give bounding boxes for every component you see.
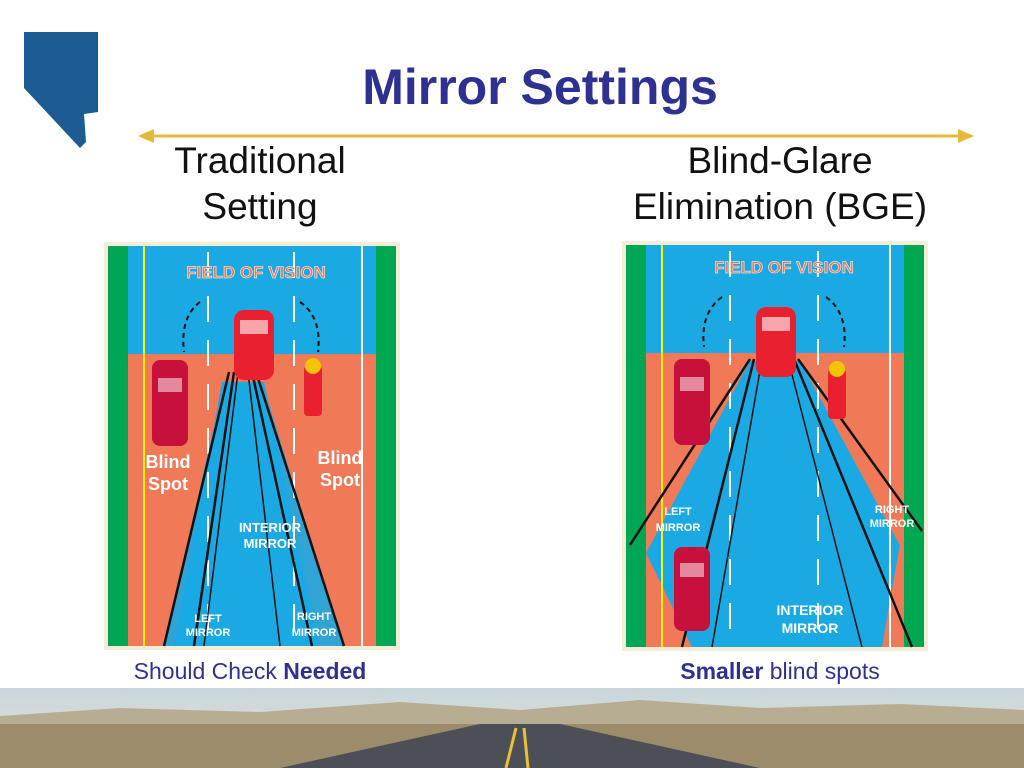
traditional-setting-heading: Traditional Setting — [120, 138, 400, 230]
right-mirror-label: MIRROR — [870, 518, 915, 530]
interior-mirror-label: INTERIOR — [239, 520, 302, 535]
heading-line: Elimination (BGE) — [632, 186, 928, 227]
double-arrow-divider — [138, 129, 974, 143]
caption-emphasis: Needed — [283, 658, 367, 684]
heading-line: Blind-Glare — [687, 140, 873, 181]
blind-spot-label: Blind — [146, 452, 191, 472]
right-mirror-label: RIGHT — [875, 504, 910, 516]
traditional-caption: Should Check Needed — [80, 658, 420, 685]
interior-mirror-label: MIRROR — [244, 536, 297, 551]
right-mirror-label: RIGHT — [297, 611, 332, 623]
road-photo-banner — [0, 688, 1024, 768]
nevada-logo — [24, 32, 98, 148]
caption-text: Should Check — [133, 658, 284, 684]
traditional-mirror-diagram: FIELD OF VISION Blind Spot Blind Spot IN… — [104, 242, 400, 650]
bge-caption: Smaller blind spots — [610, 658, 950, 685]
heading-line: Setting — [202, 186, 318, 227]
blind-spot-label: Blind — [318, 448, 363, 468]
left-mirror-label: MIRROR — [656, 522, 701, 534]
caption-text: blind spots — [763, 658, 880, 684]
interior-mirror-label: MIRROR — [782, 620, 839, 636]
left-mirror-label: LEFT — [664, 506, 692, 518]
bge-mirror-diagram: FIELD OF VISION LEFT MIRROR RIGHT MIRROR… — [622, 241, 928, 651]
left-mirror-label: LEFT — [194, 613, 222, 625]
left-mirror-label: MIRROR — [186, 627, 231, 639]
field-of-vision-label: FIELD OF VISION — [714, 258, 854, 277]
bge-setting-heading: Blind-Glare Elimination (BGE) — [580, 138, 980, 230]
slide-title: Mirror Settings — [362, 59, 718, 115]
right-mirror-label: MIRROR — [292, 627, 337, 639]
blind-spot-label: Spot — [320, 470, 360, 490]
interior-mirror-label: INTERIOR — [777, 602, 844, 618]
field-of-vision-label: FIELD OF VISION — [186, 263, 326, 282]
caption-emphasis: Smaller — [680, 658, 764, 684]
heading-line: Traditional — [174, 140, 346, 181]
blind-spot-label: Spot — [148, 474, 188, 494]
